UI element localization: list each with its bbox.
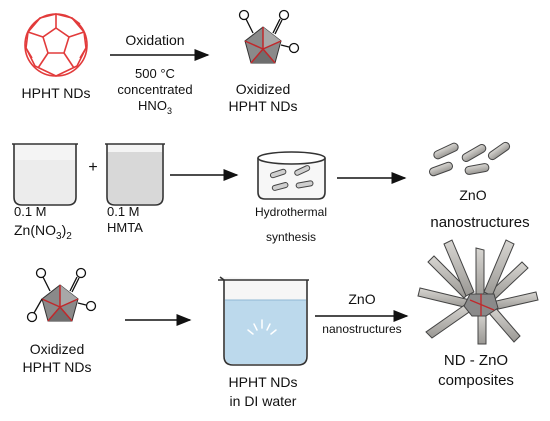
oxidized-label-row3: Oxidized — [30, 341, 84, 357]
hydrothermal-reactor-icon — [257, 151, 326, 200]
water-beaker-icon — [218, 276, 309, 366]
hydrothermal-label: Hydrothermal — [255, 205, 327, 219]
zinc-nitrate-formula: Zn(NO3)2 — [14, 222, 72, 242]
hno3-label: HNO3 — [138, 98, 172, 116]
zno-label: ZnO — [459, 187, 486, 203]
hpht-nd-cage-icon — [24, 13, 88, 77]
zno-arrow-label: ZnO — [348, 291, 375, 307]
zno-nanorods-icon — [428, 141, 511, 177]
oxidized-hpht-nds-label: HPHT NDs — [229, 98, 298, 114]
oxidized-label: Oxidized — [236, 81, 290, 97]
oxidation-label: Oxidation — [125, 32, 184, 48]
nd-zno-composite-icon — [417, 239, 539, 345]
in-di-water-label: in DI water — [230, 393, 297, 409]
beaker-hpht-nds-label: HPHT NDs — [229, 374, 298, 390]
concentrated-label: concentrated — [117, 82, 192, 97]
zno-nanostructures-label: nanostructures — [430, 214, 529, 231]
zinc-nitrate-concentration: 0.1 M — [14, 204, 47, 219]
oxidized-hpht-nds-label-row3: HPHT NDs — [23, 359, 92, 375]
hpht-nds-label: HPHT NDs — [22, 85, 91, 101]
hmta-label: HMTA — [107, 220, 143, 235]
plus-sign: + — [88, 159, 97, 176]
nd-zno-label: ND - ZnO — [444, 352, 508, 369]
synthesis-label: synthesis — [266, 230, 316, 244]
composites-label: composites — [438, 372, 514, 389]
temperature-label: 500 °C — [135, 66, 175, 81]
oxidized-nd-icon-row3 — [26, 267, 97, 323]
hmta-beaker-icon — [105, 143, 165, 206]
nanostructures-arrow-label: nanostructures — [322, 322, 401, 336]
oxidized-nd-icon — [238, 9, 300, 64]
hmta-concentration: 0.1 M — [107, 204, 140, 219]
zinc-nitrate-beaker-icon — [12, 143, 78, 206]
